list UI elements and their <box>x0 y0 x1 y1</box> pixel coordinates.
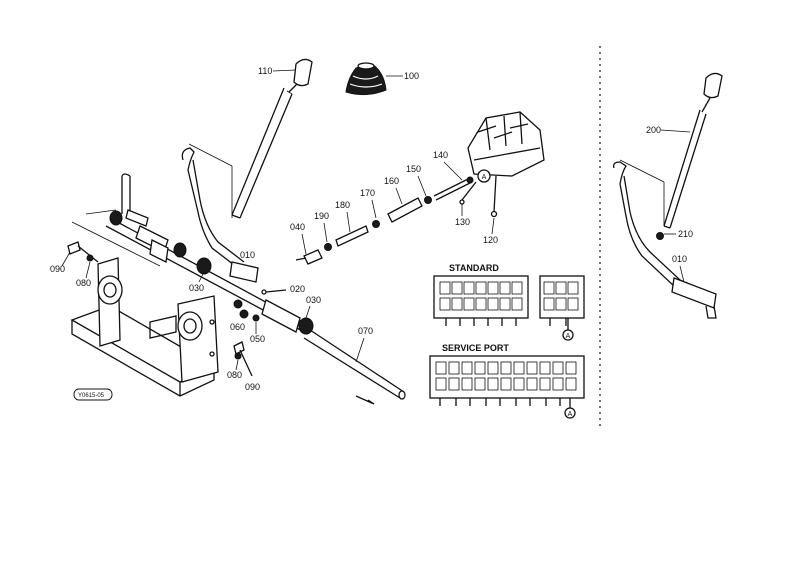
left-tube <box>121 173 149 227</box>
label-070: 070 <box>358 326 373 336</box>
lever-010-right <box>612 159 717 319</box>
lever-200 <box>656 72 723 240</box>
label-010-left: 010 <box>240 250 255 260</box>
label-130: 130 <box>455 217 470 227</box>
lever-110 <box>231 58 313 219</box>
label-120: 120 <box>483 235 498 245</box>
cross-shaft <box>71 209 314 335</box>
label-050: 050 <box>250 334 265 344</box>
pins-middle <box>233 289 287 322</box>
label-110: 110 <box>258 66 272 76</box>
label-010-right: 010 <box>672 254 687 264</box>
label-160: 160 <box>384 176 399 186</box>
label-030-top: 030 <box>189 283 204 293</box>
label-090-top: 090 <box>50 264 65 274</box>
label-060: 060 <box>230 322 245 332</box>
service-port-valve-group <box>429 355 585 419</box>
standard-valve-group <box>433 275 585 341</box>
lever-110-knob <box>293 58 313 87</box>
lever-010-left <box>181 143 259 283</box>
figure-code: Y0615-05 <box>78 393 105 399</box>
label-020: 020 <box>290 284 305 294</box>
mounting-bracket <box>70 257 219 397</box>
label-200: 200 <box>646 125 661 135</box>
control-valve-block <box>459 111 545 218</box>
marker-a-standard: A <box>566 333 571 340</box>
rubber-boot-100 <box>345 62 387 96</box>
marker-a-top: A <box>482 174 487 181</box>
marker-a-service-port: A <box>568 411 573 418</box>
label-140: 140 <box>433 150 448 160</box>
linkage-rod-assembly <box>295 176 474 265</box>
label-080-bottom: 080 <box>227 370 242 380</box>
rod-070 <box>303 329 406 405</box>
label-090-bottom: 090 <box>245 382 260 392</box>
label-150: 150 <box>406 164 421 174</box>
label-080-top: 080 <box>76 278 91 288</box>
label-030-right: 030 <box>306 295 321 305</box>
figure-code-badge <box>73 388 113 401</box>
section-title-standard: STANDARD <box>449 263 499 273</box>
label-180: 180 <box>335 200 350 210</box>
section-title-service-port: SERVICE PORT <box>442 343 509 353</box>
label-190: 190 <box>314 211 329 221</box>
lever-200-knob <box>703 72 723 99</box>
fasteners-left <box>67 241 253 377</box>
label-100: 100 <box>404 71 419 81</box>
label-040: 040 <box>290 222 305 232</box>
label-170: 170 <box>360 188 375 198</box>
label-210: 210 <box>678 229 693 239</box>
